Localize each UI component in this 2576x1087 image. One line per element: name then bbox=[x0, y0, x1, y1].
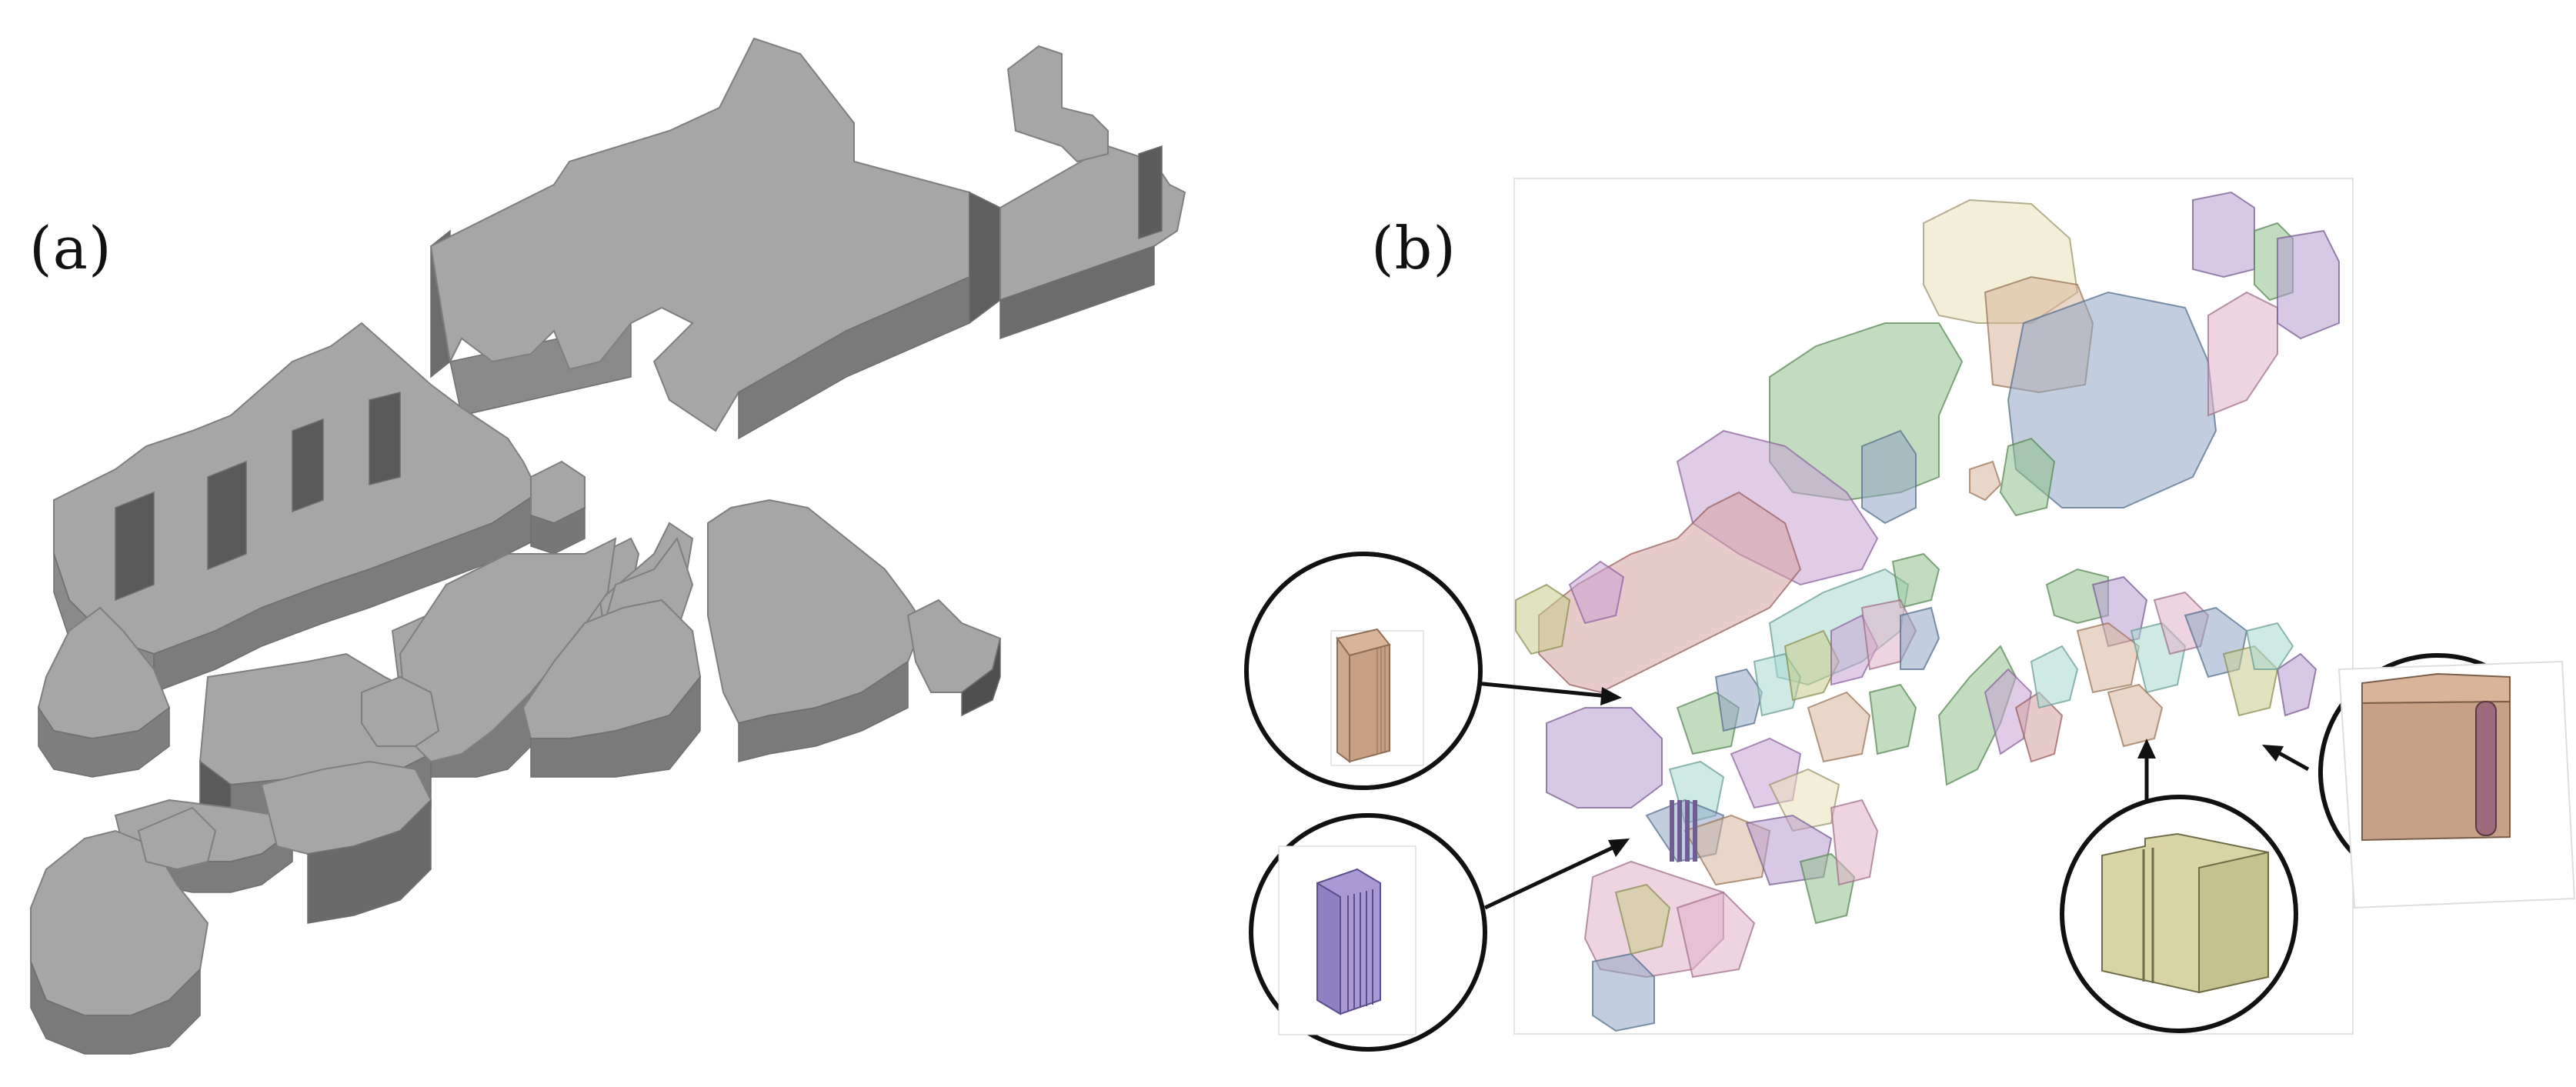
callout-bottom-right bbox=[2060, 739, 2298, 1033]
building-block-triangles bbox=[399, 498, 1002, 778]
callout-arrow-upper-left bbox=[1475, 681, 1609, 699]
callout-arrow-lower-left bbox=[1483, 844, 1617, 910]
panel-b-label: (b) bbox=[1371, 214, 1457, 282]
panel-a-label: (a) bbox=[29, 214, 112, 282]
building-block-left-rounded bbox=[37, 606, 171, 778]
callout-lower-left bbox=[1249, 813, 1630, 1052]
vertical-strip-detail bbox=[1670, 800, 1697, 862]
arrow-head-icon bbox=[1600, 687, 1622, 705]
panel-b-segmented-model bbox=[1244, 178, 2576, 1052]
callout-right bbox=[2262, 653, 2576, 909]
building-block-lower bbox=[30, 675, 440, 1055]
panel-a-city-model bbox=[30, 37, 1186, 1055]
arrow-head-icon bbox=[2262, 745, 2284, 762]
building-block-top-large bbox=[429, 37, 1186, 440]
callout-upper-left bbox=[1244, 552, 1622, 790]
arrow-head-icon bbox=[1608, 839, 1630, 857]
panel-b-frame bbox=[1513, 178, 2354, 1035]
segmented-buildings bbox=[1515, 191, 2340, 1032]
arrow-head-icon bbox=[2137, 739, 2156, 759]
